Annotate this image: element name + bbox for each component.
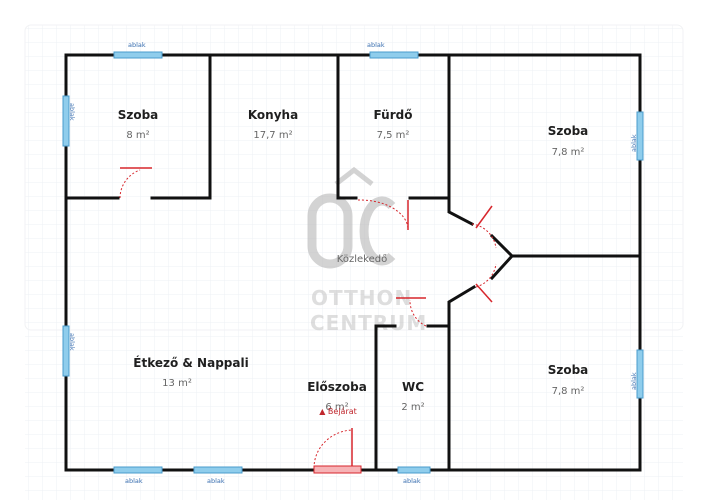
room-name-etkezo: Étkező & Nappali xyxy=(133,355,248,370)
room-area-eloszoba: 6 m² xyxy=(325,402,348,413)
room-name-szoba-3: Szoba xyxy=(548,363,589,377)
window-labels: ablak ablak ablak ablak ablak ablak abla… xyxy=(68,41,638,485)
room-name-wc: WC xyxy=(402,380,424,394)
window-label: ablak xyxy=(68,333,76,351)
room-labels: Szoba 8 m² Konyha 17,7 m² Fürdő 7,5 m² S… xyxy=(118,108,589,416)
logo-hat-icon xyxy=(334,166,374,186)
room-name-szoba-1: Szoba xyxy=(118,108,159,122)
room-area-konyha: 17,7 m² xyxy=(253,130,292,141)
room-name-furdo: Fürdő xyxy=(374,108,413,122)
window-right-1 xyxy=(636,111,644,161)
room-area-wc: 2 m² xyxy=(401,402,424,413)
window-right-2 xyxy=(636,349,644,399)
window-label: ablak xyxy=(630,134,638,152)
watermark-line2: CENTRUM xyxy=(310,311,427,335)
door-szoba xyxy=(119,167,152,199)
window-label: ablak xyxy=(207,477,225,485)
window-label: ablak xyxy=(367,41,385,49)
window-left-2 xyxy=(62,325,70,377)
window-label: ablak xyxy=(403,477,421,485)
entrance-threshold xyxy=(313,465,362,474)
grid-background xyxy=(24,24,684,331)
room-name-szoba-2: Szoba xyxy=(548,124,589,138)
doors xyxy=(119,167,497,474)
window-label: ablak xyxy=(630,372,638,390)
door-furdo xyxy=(357,199,409,230)
window-bottom-3 xyxy=(397,466,431,474)
window-bottom-1 xyxy=(113,466,163,474)
window-label: ablak xyxy=(128,41,146,49)
wall-corridor-upper xyxy=(447,196,475,227)
door-szoba-upper xyxy=(471,205,497,249)
room-area-szoba-1: 8 m² xyxy=(126,130,149,141)
logo-o-shape xyxy=(307,193,353,269)
logo-c-shape xyxy=(359,196,396,266)
window-left-1 xyxy=(62,95,70,147)
wall-corridor-lower xyxy=(447,284,477,472)
room-area-furdo: 7,5 m² xyxy=(377,130,410,141)
door-szoba-lower xyxy=(475,263,497,303)
room-area-etkezo: 13 m² xyxy=(162,378,192,389)
room-name-konyha: Konyha xyxy=(248,108,298,122)
window-bottom-2 xyxy=(193,466,243,474)
door-wc xyxy=(396,297,427,327)
watermark-logo: OTTHON CENTRUM xyxy=(307,166,427,335)
door-entrance xyxy=(313,428,362,474)
room-name-eloszoba: Előszoba xyxy=(307,380,367,394)
room-area-szoba-3: 7,8 m² xyxy=(552,386,585,397)
room-name-kozlekedo: Közlekedő xyxy=(337,253,387,265)
watermark-line1: OTTHON xyxy=(311,286,412,310)
window-label: ablak xyxy=(125,477,143,485)
windows xyxy=(62,51,644,474)
room-area-szoba-2: 7,8 m² xyxy=(552,147,585,158)
window-top-2 xyxy=(369,51,419,59)
entrance-label: ▲ Bejárat xyxy=(319,407,357,416)
window-label: ablak xyxy=(68,103,76,121)
window-top-1 xyxy=(113,51,163,59)
